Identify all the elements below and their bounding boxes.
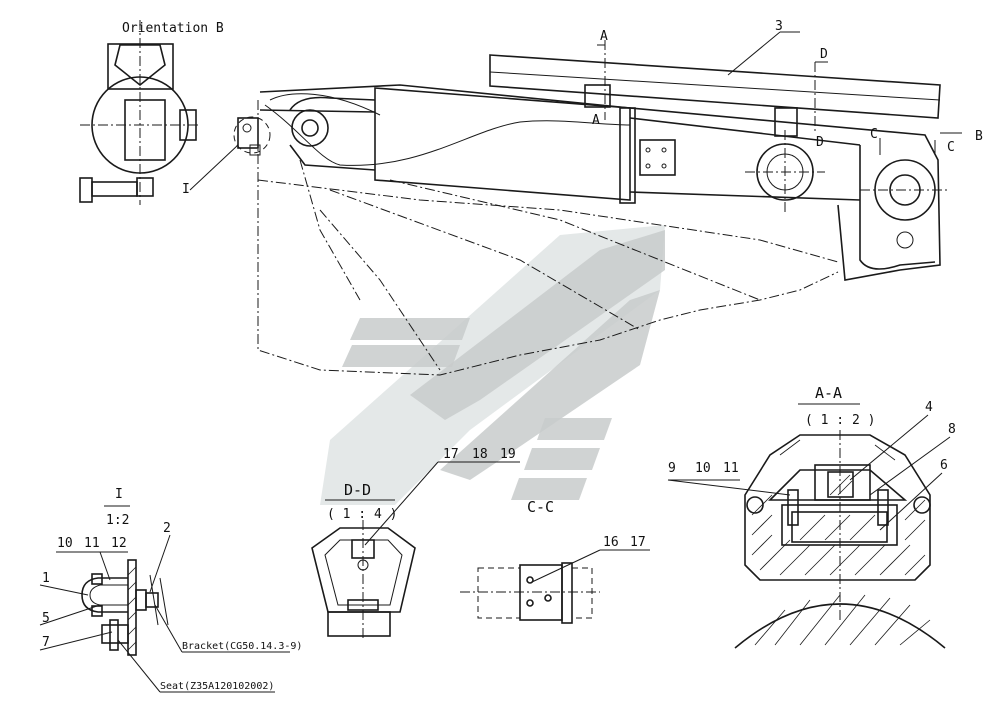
part-4-label: 4 bbox=[925, 400, 933, 415]
watermark-logo bbox=[320, 225, 665, 505]
part-2-i-label: 2 bbox=[163, 521, 171, 536]
section-dd-title: D-D bbox=[344, 481, 371, 499]
part-16-cc-label: 16 bbox=[603, 535, 619, 550]
orientation-b-view: Orientation B bbox=[79, 20, 224, 205]
part-5-i-label: 5 bbox=[42, 611, 50, 626]
part-18-dd-label: 18 bbox=[472, 447, 488, 462]
part-17-cc-label: 17 bbox=[630, 535, 646, 550]
part-11-i-label: 11 bbox=[84, 536, 100, 551]
section-a-bottom: A bbox=[592, 113, 600, 128]
section-dd-scale: ( 1 : 4 ) bbox=[327, 507, 397, 522]
section-d-d-view: D-D ( 1 : 4 ) 17 18 19 bbox=[311, 447, 520, 640]
main-assembly-view: I A A D D C C B 3 bbox=[182, 19, 983, 376]
part-19-dd-label: 19 bbox=[500, 447, 516, 462]
section-a-a-view: A-A ( 1 : 2 ) bbox=[667, 384, 956, 649]
section-d-top: D bbox=[820, 47, 828, 62]
detail-i-title: I bbox=[115, 487, 123, 502]
part-10-i-label: 10 bbox=[57, 536, 73, 551]
orientation-label: Orientation B bbox=[122, 21, 224, 36]
section-aa-scale: ( 1 : 2 ) bbox=[805, 413, 875, 428]
part-6-label: 6 bbox=[940, 458, 948, 473]
seat-callout: Seat(Z35A120102002) bbox=[160, 681, 274, 692]
view-b-arrow-label: B bbox=[975, 129, 983, 144]
part-3-label: 3 bbox=[775, 19, 783, 34]
detail-i-scale: 1:2 bbox=[106, 513, 129, 528]
section-c-c-view: C-C 16 17 bbox=[460, 498, 650, 624]
part-11-aa-label: 11 bbox=[723, 461, 739, 476]
section-a-top: A bbox=[600, 29, 608, 44]
section-c-right: C bbox=[947, 140, 955, 155]
section-aa-title: A-A bbox=[815, 384, 842, 402]
part-7-i-label: 7 bbox=[42, 635, 50, 650]
part-9-label: 9 bbox=[668, 461, 676, 476]
part-8-label: 8 bbox=[948, 422, 956, 437]
detail-i-ref: I bbox=[182, 182, 190, 197]
section-d-bottom: D bbox=[816, 135, 824, 150]
section-cc-title: C-C bbox=[527, 498, 554, 516]
part-10-aa-label: 10 bbox=[695, 461, 711, 476]
section-c-left: C bbox=[870, 127, 878, 142]
part-12-i-label: 12 bbox=[111, 536, 127, 551]
detail-i-view: I 1:2 10 11 12 2 1 bbox=[39, 487, 302, 693]
part-1-i-label: 1 bbox=[42, 571, 50, 586]
part-17-dd-label: 17 bbox=[443, 447, 459, 462]
bracket-callout: Bracket(CG50.14.3-9) bbox=[182, 641, 302, 652]
